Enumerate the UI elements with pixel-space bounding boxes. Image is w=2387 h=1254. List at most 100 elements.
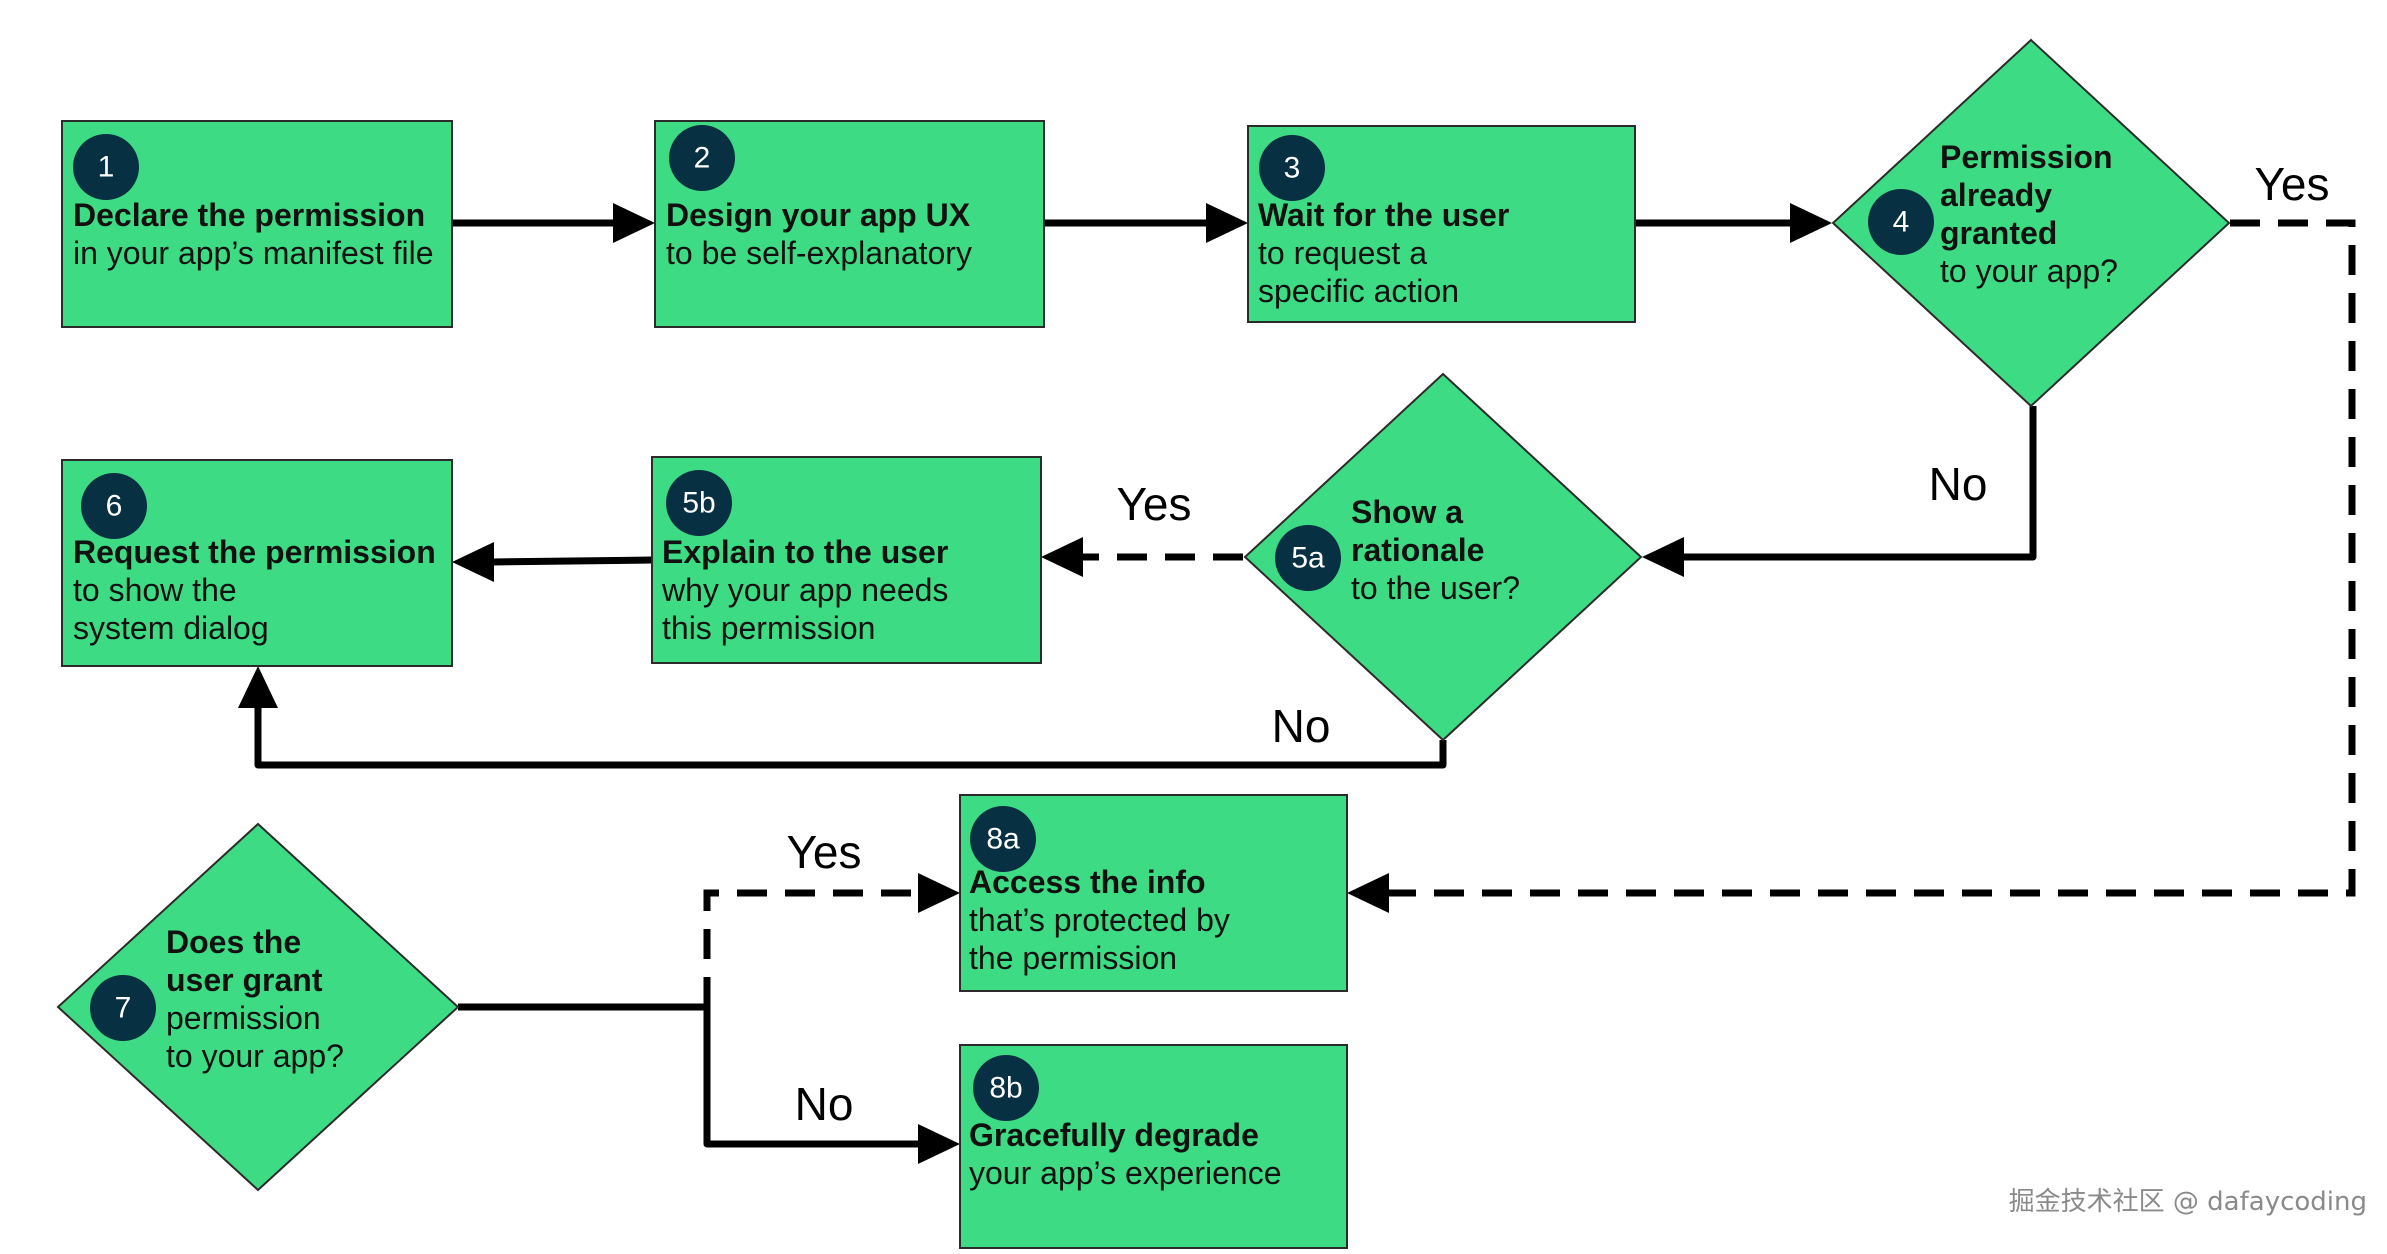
arrowhead — [1790, 203, 1832, 243]
edge-label-yes: Yes — [2254, 158, 2329, 210]
edge-5b-to-6 — [452, 542, 653, 582]
node-description-line: in your app’s manifest file — [73, 235, 433, 271]
node-title-line: Show a — [1351, 494, 1463, 530]
edges-layer — [238, 203, 2356, 1164]
node-title-line: Permission — [1940, 139, 2113, 175]
edge-label-yes: Yes — [786, 826, 861, 878]
edge-label-no: No — [795, 1078, 854, 1130]
edge-7-to-8b — [458, 1003, 960, 1164]
connector-line — [254, 706, 1447, 769]
arrowhead — [918, 873, 960, 913]
connector-line — [458, 1003, 920, 1148]
step-number: 8a — [986, 823, 1020, 856]
edge-2-to-3 — [1044, 203, 1248, 243]
node-description-line: to your app? — [1940, 253, 2118, 289]
arrowhead — [613, 203, 655, 243]
node-title-line: already — [1940, 177, 2052, 213]
step-number-badge — [73, 134, 139, 200]
watermark: 掘金技术社区 @ dafaycoding — [2008, 1187, 2367, 1217]
edge-1-to-2 — [452, 203, 655, 243]
node-title-line: Wait for the user — [1258, 197, 1509, 233]
node-title-line: Request the permission — [73, 534, 436, 570]
step-number: 5a — [1291, 542, 1325, 575]
edge-label-yes: Yes — [1116, 478, 1191, 530]
node-description-line: permission — [166, 1000, 321, 1036]
node-title-line: Access the info — [969, 864, 1206, 900]
step-number: 1 — [98, 151, 115, 184]
arrowhead — [238, 666, 278, 708]
node-title-line: Declare the permission — [73, 197, 425, 233]
step-number: 8b — [989, 1072, 1022, 1105]
edge-5a-to-6 — [238, 666, 1447, 769]
step-number: 4 — [1893, 206, 1910, 239]
arrowhead — [1041, 537, 1083, 577]
edge-7-to-8a — [703, 873, 960, 1007]
node-title-line: Design your app UX — [666, 197, 971, 233]
connector-line — [1387, 219, 2356, 897]
decision-diamond — [1831, 38, 2231, 408]
node-description-line: why your app needs — [661, 572, 948, 608]
node-description-line: to be self-explanatory — [666, 235, 972, 271]
node-title-line: user grant — [166, 962, 323, 998]
connector-line — [491, 556, 653, 566]
node-description-line: to your app? — [166, 1038, 344, 1074]
node-description-line: to the user? — [1351, 570, 1520, 606]
edge-4-to-5a — [1642, 406, 2037, 577]
edge-5a-to-5b — [1041, 537, 1243, 577]
step-number-badge — [669, 125, 735, 191]
connector-line — [1682, 406, 2037, 561]
edge-3-to-4 — [1635, 203, 1832, 243]
step-number: 3 — [1284, 152, 1301, 185]
edge-label-no: No — [1929, 458, 1988, 510]
decision-diamond — [1243, 372, 1643, 742]
step-number-badge — [1868, 189, 1934, 255]
node-title-line: Does the — [166, 924, 301, 960]
step-number: 2 — [694, 142, 711, 175]
edge-4-to-8a — [1347, 219, 2356, 913]
node-description-line: your app’s experience — [969, 1155, 1282, 1191]
step-number-badge — [973, 1055, 1039, 1121]
node-description-line: the permission — [969, 940, 1177, 976]
node-description-line: system dialog — [73, 610, 269, 646]
step-number-badge — [666, 470, 732, 536]
node-description-line: specific action — [1258, 273, 1459, 309]
node-title-line: Gracefully degrade — [969, 1117, 1259, 1153]
decision-diamond — [56, 822, 460, 1192]
node-description-line: this permission — [662, 610, 875, 646]
process-box — [61, 120, 453, 328]
step-number: 7 — [115, 992, 132, 1025]
arrowhead — [918, 1124, 960, 1164]
step-number-badge — [1259, 135, 1325, 201]
step-number-badge — [90, 975, 156, 1041]
step-number: 5b — [682, 487, 715, 520]
arrowhead — [452, 542, 494, 582]
node-description-line: to request a — [1258, 235, 1427, 271]
edge-label-no: No — [1272, 700, 1331, 752]
arrowhead — [1347, 873, 1389, 913]
step-number: 6 — [106, 490, 123, 523]
node-description-line: to show the — [73, 572, 237, 608]
connector-line — [703, 889, 920, 1007]
arrowhead — [1642, 537, 1684, 577]
step-number-badge — [81, 473, 147, 539]
node-title-line: Explain to the user — [662, 534, 948, 570]
node-description-line: that’s protected by — [969, 902, 1230, 938]
node-title-line: granted — [1940, 215, 2057, 251]
step-number-badge — [970, 806, 1036, 872]
arrowhead — [1206, 203, 1248, 243]
step-number-badge — [1275, 525, 1341, 591]
node-title-line: rationale — [1351, 532, 1484, 568]
